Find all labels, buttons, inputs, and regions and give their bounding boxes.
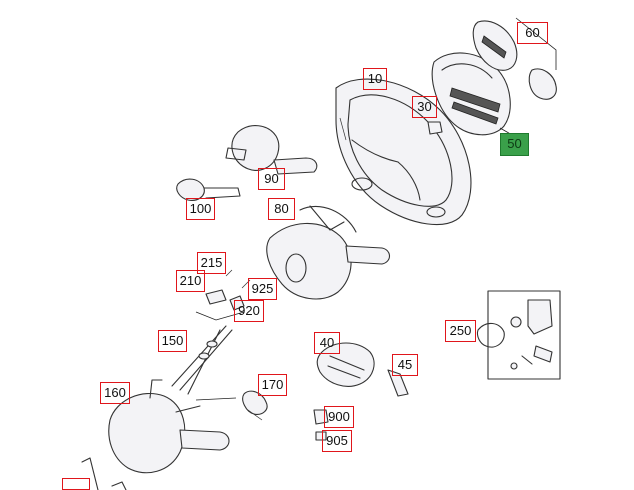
small-lever[interactable] — [387, 369, 409, 397]
callout-50[interactable]: 50 — [500, 133, 529, 156]
callout-90[interactable]: 90 — [258, 168, 285, 190]
callout-100[interactable]: 100 — [186, 198, 215, 220]
combination-switch-upper[interactable] — [225, 125, 318, 175]
callout-170[interactable]: 170 — [258, 374, 287, 396]
callout-30[interactable]: 30 — [412, 96, 437, 118]
callout-900[interactable]: 900 — [324, 406, 354, 428]
callout-45[interactable]: 45 — [392, 354, 418, 376]
callout-60[interactable]: 60 — [517, 22, 548, 44]
cover-part[interactable] — [242, 390, 268, 421]
bottom-bracket[interactable] — [81, 457, 99, 490]
callout-920[interactable]: 920 — [234, 300, 264, 322]
bottom-bracket-2[interactable] — [111, 481, 127, 490]
inset-box-250 — [476, 290, 561, 380]
callout-150[interactable]: 150 — [158, 330, 187, 352]
callout-80[interactable]: 80 — [268, 198, 295, 220]
callout-905[interactable]: 905 — [322, 430, 352, 452]
callout-bottom-partial[interactable] — [62, 478, 90, 490]
callout-210[interactable]: 210 — [176, 270, 205, 292]
callout-40[interactable]: 40 — [314, 332, 340, 354]
wiper-lever[interactable] — [176, 178, 241, 201]
callout-160[interactable]: 160 — [100, 382, 130, 404]
trim-covers[interactable] — [472, 17, 557, 100]
wiring-harness[interactable] — [171, 325, 237, 401]
callout-215[interactable]: 215 — [197, 252, 226, 274]
steering-wheel[interactable] — [335, 78, 472, 226]
callout-925[interactable]: 925 — [248, 278, 277, 300]
callout-250[interactable]: 250 — [445, 320, 476, 342]
lower-column-switch[interactable] — [108, 379, 230, 474]
airbag-module[interactable] — [431, 52, 515, 137]
callout-10[interactable]: 10 — [363, 68, 387, 90]
column-module[interactable] — [266, 205, 391, 300]
clip-part[interactable] — [427, 121, 443, 135]
